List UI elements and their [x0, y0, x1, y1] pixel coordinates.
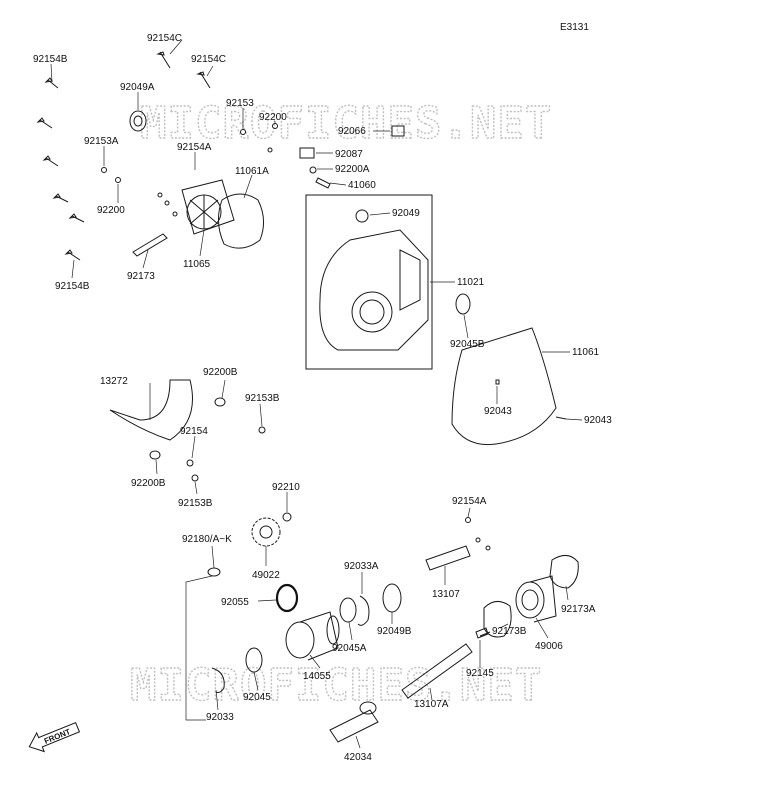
part-label: 92033A	[344, 561, 379, 572]
o-ring-92055	[275, 583, 299, 613]
clamp-92173b	[483, 601, 512, 638]
joint-42034	[329, 701, 379, 743]
circlip-92033	[211, 667, 225, 693]
part-label: 92045A	[332, 643, 367, 654]
part-label: 92154A	[452, 496, 487, 507]
seal-92049b	[382, 583, 402, 613]
part-label: 92210	[272, 482, 300, 493]
plate-92173	[132, 233, 168, 257]
gasket-11061a	[218, 193, 264, 249]
part-label: 92200	[97, 205, 125, 216]
bearing-92045a	[339, 597, 357, 623]
part-label: 92200A	[335, 164, 370, 175]
part-label: 92066	[338, 126, 366, 137]
shaft-13107	[425, 517, 491, 571]
part-label: 92055	[221, 597, 249, 608]
part-label: 92153A	[84, 136, 119, 147]
part-label: 11061A	[235, 166, 269, 177]
part-label: 92154B	[55, 281, 90, 292]
part-labels: 92154C 92154C 92154B 92049A 92153 92200 …	[33, 33, 612, 763]
part-label: 92045	[243, 692, 271, 703]
part-label: 11021	[457, 277, 485, 288]
part-label: 41060	[348, 180, 376, 191]
part-label: 92045B	[450, 339, 485, 350]
part-label: 92180/A~K	[182, 534, 232, 545]
part-label: 92043	[484, 406, 512, 417]
part-label: 49022	[252, 570, 280, 581]
part-label: 92200	[259, 112, 287, 123]
watermark-top: MICROFICHES.NET	[140, 98, 552, 149]
part-label: 92049B	[377, 626, 412, 637]
circlip-92033a	[357, 595, 370, 626]
part-label: 92049	[392, 208, 420, 219]
part-label: 92043	[584, 415, 612, 426]
part-label: 13107	[432, 589, 460, 600]
gasket-11061	[451, 327, 557, 446]
part-label: 92154A	[177, 142, 212, 153]
nut-92210	[282, 512, 292, 522]
part-label: 92173	[127, 271, 155, 282]
part-label: 92153B	[245, 393, 280, 404]
housing-14055	[285, 611, 340, 661]
part-label: 92173B	[492, 626, 527, 637]
part-label: 92153	[226, 98, 254, 109]
part-label: 92173A	[561, 604, 596, 615]
part-label: 92200B	[131, 478, 166, 489]
part-label: 13272	[100, 376, 128, 387]
screw-group-left	[36, 51, 278, 261]
watermark-bottom: MICROFICHES.NET	[130, 660, 542, 711]
leader-lines	[50, 39, 583, 749]
plug-parts	[299, 125, 405, 189]
part-label: 11065	[183, 259, 211, 270]
part-label: 92154C	[147, 33, 182, 44]
part-label: 92087	[335, 149, 363, 160]
cover-box-11021	[305, 194, 433, 370]
clamp-92173a	[549, 555, 579, 589]
oil-seal-92049a	[129, 110, 147, 132]
part-label: 92033	[206, 712, 234, 723]
part-label: 92145	[466, 668, 494, 679]
diagram-code: E3131	[560, 22, 589, 33]
part-label: 92154	[180, 426, 208, 437]
housing-49006	[515, 575, 557, 623]
part-label: 49006	[535, 641, 563, 652]
crankcase-cover-11021	[319, 209, 429, 351]
part-label: 92153B	[178, 498, 213, 509]
front-arrow: FRONT	[28, 721, 81, 753]
part-label: 92049A	[120, 82, 155, 93]
bearing-92045b	[455, 293, 471, 315]
part-label: 13107A	[414, 699, 449, 710]
part-label: 14055	[303, 671, 331, 682]
part-label: 92200B	[203, 367, 238, 378]
shim-92180	[207, 567, 221, 577]
cover-11065	[181, 179, 235, 235]
shaft-13107a	[401, 643, 473, 699]
part-label: 92154B	[33, 54, 68, 65]
part-label: 42034	[344, 752, 372, 763]
part-label: 92154C	[191, 54, 226, 65]
bracket-13272	[109, 379, 193, 441]
part-label: 11061	[572, 347, 600, 358]
gear-49022	[251, 517, 281, 547]
